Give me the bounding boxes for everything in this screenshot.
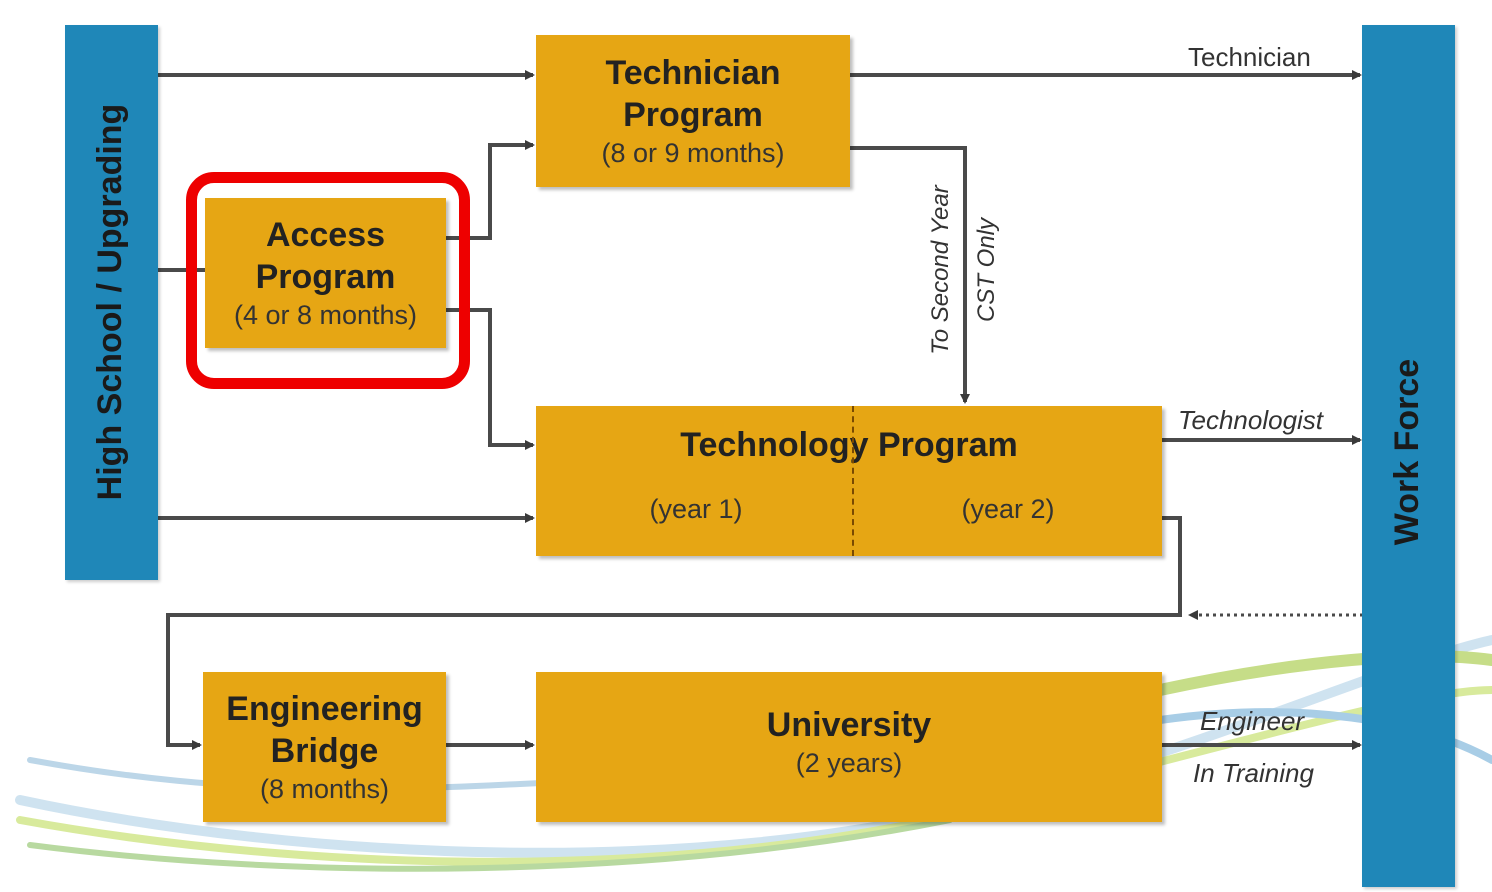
technology-program-title: Technology Program — [680, 426, 1018, 464]
technician-program-duration: (8 or 9 months) — [601, 138, 785, 168]
sidebar-high-school-label: High School / Upgrading — [91, 103, 129, 501]
label-in-training: In Training — [1193, 758, 1314, 788]
technology-year-divider — [852, 406, 854, 556]
label-to-second-year: To Second Year — [927, 185, 954, 355]
engineering-bridge-box: Engineering Bridge (8 months) — [203, 672, 446, 822]
technology-program-box: Technology Program (year 1) (year 2) — [536, 406, 1162, 556]
university-duration: (2 years) — [795, 748, 903, 778]
technician-program-title: Technician Program — [605, 54, 781, 134]
label-technician-outcome: Technician — [1188, 42, 1311, 72]
sidebar-work-force — [1362, 25, 1455, 887]
label-cst-only: CST Only — [973, 218, 1000, 323]
sidebar-work-force-label: Work Force — [1388, 358, 1426, 546]
access-program-duration: (4 or 8 months) — [233, 300, 418, 330]
engineering-bridge-title: Engineering Bridge — [226, 690, 423, 770]
label-technologist-outcome: Technologist — [1178, 405, 1324, 435]
access-program-highlight — [186, 172, 470, 389]
arrow-technology-to-engineering — [166, 516, 1182, 750]
arrow-workforce-return-dotted — [1188, 450, 1382, 620]
university-title: University — [766, 706, 932, 744]
university-box: University (2 years) — [536, 672, 1162, 822]
access-program-box: Access Program (4 or 8 months) — [205, 198, 446, 348]
label-engineer-outcome: Engineer — [1200, 706, 1305, 736]
engineering-bridge-duration: (8 months) — [259, 774, 390, 804]
technology-year1-label: (year 1) — [649, 494, 743, 524]
technician-program-box: Technician Program (8 or 9 months) — [536, 35, 850, 187]
arrow-technician-to-year2 — [850, 146, 970, 404]
sidebar-high-school — [65, 25, 158, 580]
access-program-title: Access Program — [255, 216, 396, 296]
technology-year2-label: (year 2) — [961, 494, 1055, 524]
